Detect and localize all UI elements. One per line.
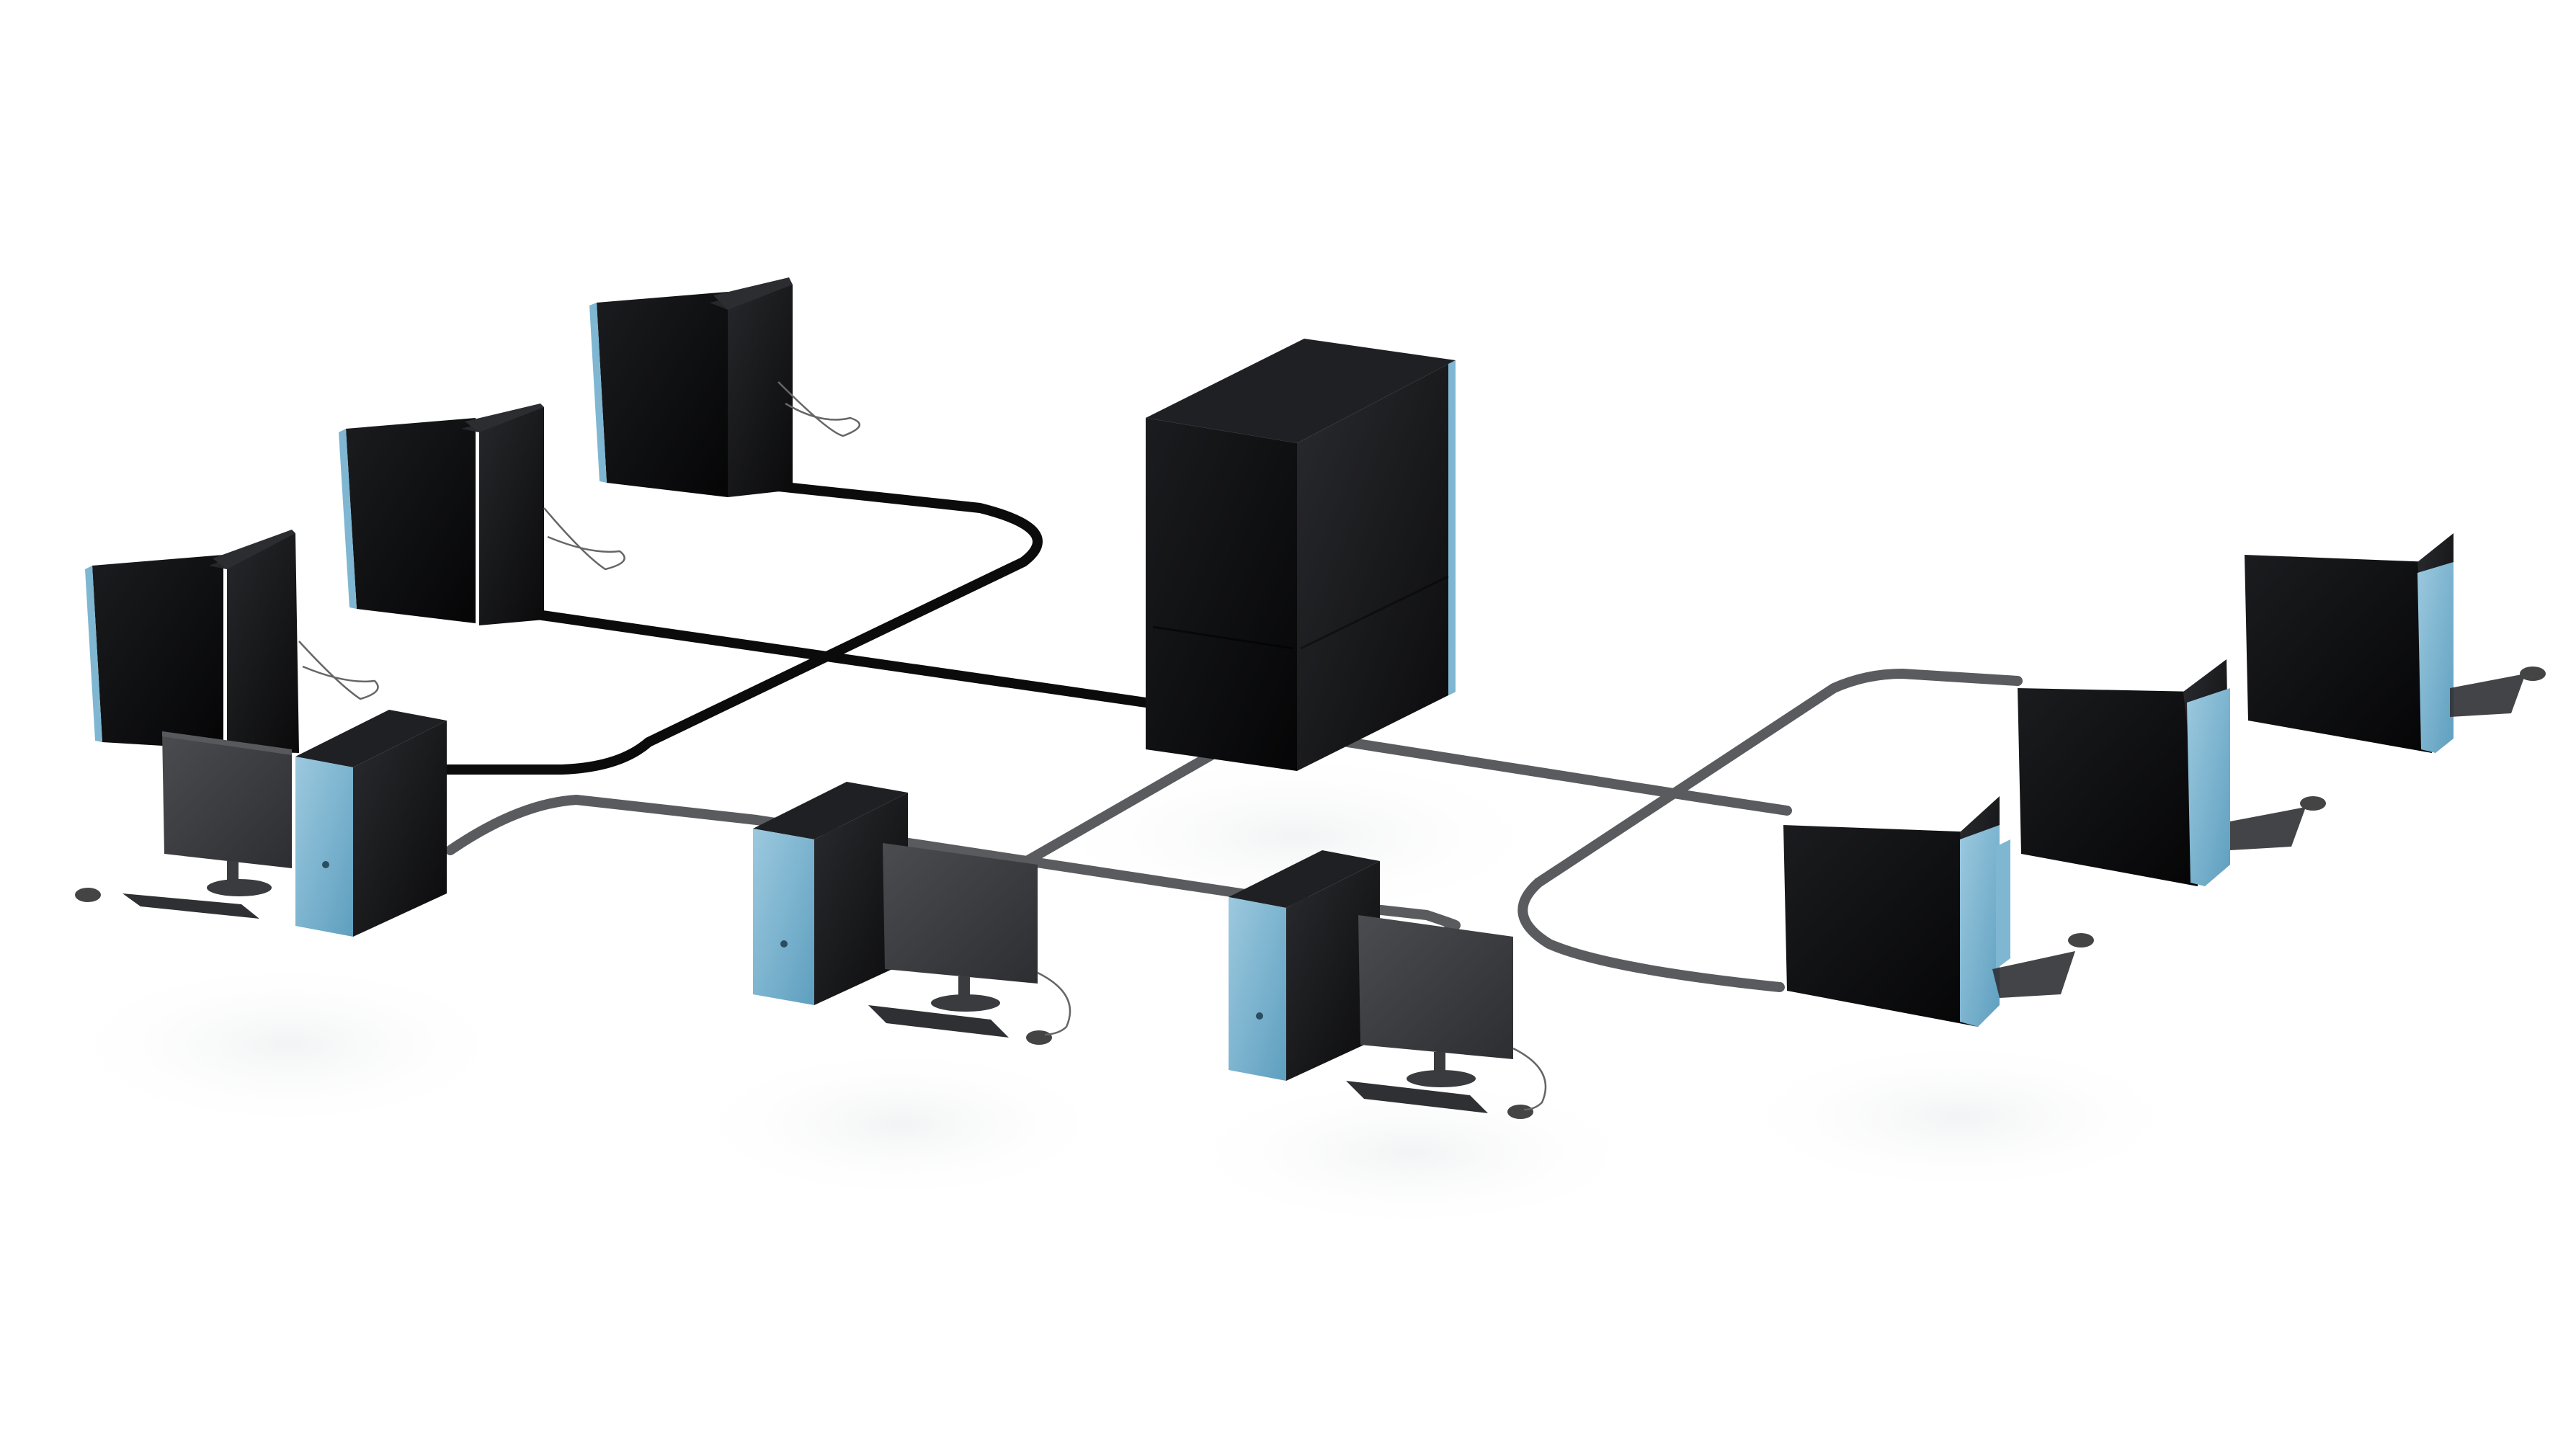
network-cable bbox=[1517, 669, 2023, 992]
workstation bbox=[753, 782, 1071, 1045]
network-cables bbox=[442, 481, 2023, 992]
workstation bbox=[75, 710, 447, 937]
workstation bbox=[589, 277, 860, 497]
network-cable bbox=[517, 607, 1151, 708]
workstation bbox=[1229, 850, 1547, 1119]
workstation bbox=[85, 530, 379, 753]
network-cable bbox=[1342, 737, 1792, 816]
workstation bbox=[339, 404, 625, 625]
network-cable bbox=[1022, 744, 1226, 866]
server-tower bbox=[1146, 339, 1456, 771]
workstation bbox=[2018, 659, 2326, 886]
network-cable bbox=[445, 795, 1461, 931]
workstation bbox=[1783, 796, 2094, 1027]
network-cable bbox=[442, 481, 1043, 775]
workstation bbox=[2245, 533, 2546, 753]
